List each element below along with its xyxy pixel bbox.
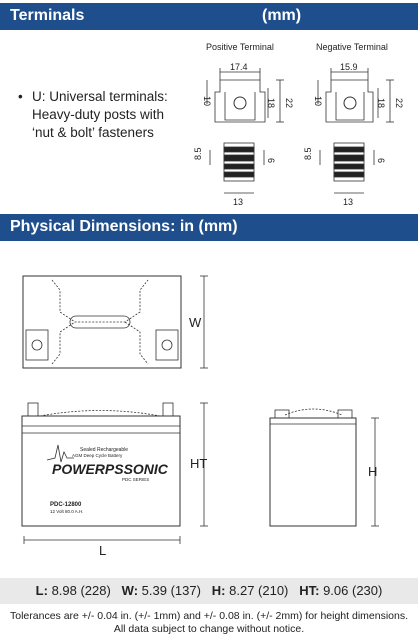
pos-side-right-dim: 6 [266,158,276,163]
battery-top-view [22,275,208,369]
pos-left-dim: 10 [202,96,212,106]
spec-h: H: 8.27 (210) [211,583,289,598]
terminals-header: Terminals (mm) [0,3,418,30]
dim-w-label: W [189,315,202,330]
brand-logo: POWERPSSONIC [52,461,169,477]
physical-title: Physical Dimensions: in (mm) [10,218,238,235]
pos-right-dim: 22 [284,98,294,108]
dim-ht-label: HT [190,456,207,471]
neg-bottom-dim: 13 [343,197,353,207]
spec-strip: L: 8.98 (228) W: 5.39 (137) H: 8.27 (210… [0,578,418,604]
pos-width-dim: 17.4 [230,62,248,72]
pos-inner-dim: 18 [266,98,276,108]
model-rating: 12 Volt 80.0 A.H. [50,509,84,514]
brand-series: PDC SERIES [122,477,149,482]
label-agm: AGM Deep Cycle Battery [72,453,123,458]
neg-right-dim: 22 [394,98,404,108]
spec-l: L: 8.98 (228) [35,583,111,598]
neg-side-right-dim: 6 [376,158,386,163]
terminals-unit: (mm) [262,7,302,24]
pos-bottom-dim: 13 [233,197,243,207]
battery-front-view [21,402,208,544]
positive-terminal-front [206,68,284,123]
positive-terminal-label: Positive Terminal [206,42,274,52]
terminal-bullet-text: U: Universal terminals: Heavy-duty posts… [32,89,168,140]
neg-inner-dim: 18 [376,98,386,108]
label-sealed: Sealed Rechargeable [80,447,128,453]
battery-side-view [269,408,379,527]
positive-terminal-side [209,142,265,194]
technical-drawing: 17.4 10 18 22 8.5 6 13 15.9 10 18 22 [21,62,404,558]
physical-header: Physical Dimensions: in (mm) [0,214,418,241]
model-number: PDC-12800 [50,502,82,508]
terminals-title: Terminals [10,7,85,24]
spec-ht: HT: 9.06 (230) [299,583,383,598]
neg-side-left-dim: 8.5 [303,147,313,160]
terminal-bullet: • U: Universal terminals: Heavy-duty pos… [18,88,188,142]
dim-h-label: H [368,464,377,479]
negative-terminal-label: Negative Terminal [316,42,388,52]
tolerance-note: Tolerances are +/- 0.04 in. (+/- 1mm) an… [10,610,409,635]
spec-w: W: 5.39 (137) [121,583,201,598]
pos-side-left-dim: 8.5 [193,147,203,160]
dim-l-label: L [99,543,106,558]
neg-left-dim: 10 [313,96,323,106]
bullet-dot: • [18,89,23,104]
negative-terminal-front [317,68,394,123]
negative-terminal-side [319,142,375,194]
neg-width-dim: 15.9 [340,62,358,72]
